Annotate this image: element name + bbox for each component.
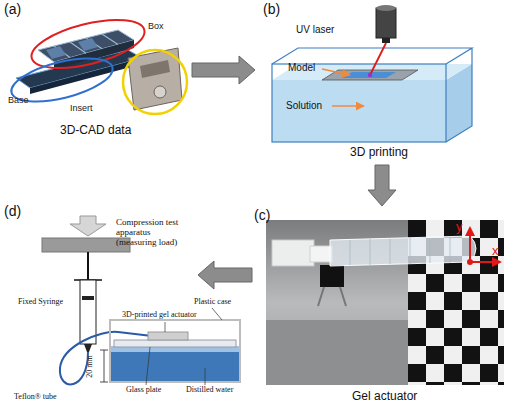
- flow-arrow: [192, 56, 255, 84]
- part-label: y: [456, 220, 463, 234]
- box-compartment: [46, 46, 66, 59]
- printed-model: [342, 72, 396, 78]
- cad-rendering: [7, 11, 187, 114]
- panel-caption: 3D-CAD data: [60, 124, 131, 137]
- leader-line: [146, 347, 150, 385]
- panel-letter: (a): [4, 2, 21, 17]
- part-label: Compression test apparatus (measuring lo…: [116, 218, 188, 248]
- test-setup: [42, 216, 240, 385]
- panel-box: (a) 3D-CAD data: [0, 0, 192, 142]
- gel-actuator: [148, 332, 188, 340]
- axis-arrow: [470, 261, 500, 263]
- leader-line: [165, 322, 166, 332]
- axis-origin: [467, 259, 473, 265]
- part-label: Distilled water: [186, 386, 233, 395]
- insert-hole: [154, 86, 166, 98]
- gel-segment: [350, 237, 450, 265]
- laser-body: [376, 8, 396, 38]
- syringe-barrel: [80, 280, 96, 344]
- base-side: [30, 58, 142, 94]
- leader-line: [212, 308, 222, 320]
- part-label: x: [492, 244, 499, 258]
- panel-caption: 3D printing: [350, 146, 408, 159]
- water: [111, 350, 239, 381]
- part-label: Box: [148, 22, 164, 32]
- panel-letter: (c): [254, 208, 270, 223]
- part-label: Plastic case: [194, 298, 231, 307]
- build-platform: [322, 70, 418, 80]
- plastic-case: [110, 320, 240, 382]
- part-label: 3D-printed gel actuator: [122, 311, 197, 320]
- load-arrow: [70, 216, 106, 236]
- compression-head: [42, 238, 130, 252]
- panel-caption: Gel actuator: [352, 390, 417, 403]
- axis-arrow: [469, 228, 471, 262]
- highlight-ellipse: [27, 11, 149, 78]
- table-surface: [266, 320, 408, 385]
- laser-nozzle: [382, 38, 390, 43]
- tank-edges: [272, 48, 472, 142]
- panel-letter: (b): [263, 2, 280, 17]
- panel-box: (b) 3D printing: [255, 0, 517, 165]
- part-label: Fixed Syringe: [18, 298, 63, 307]
- highlight-ellipse: [7, 50, 117, 110]
- actuator-photo: [266, 220, 504, 385]
- panel-box: (d): [0, 200, 198, 409]
- laser-beam: [370, 43, 386, 75]
- insert-slot: [140, 60, 170, 78]
- part-label: UV laser: [296, 24, 334, 35]
- solution-front: [272, 80, 446, 142]
- photo-background: [266, 220, 504, 385]
- holder-block: [310, 246, 332, 262]
- part-label: Insert: [70, 104, 93, 114]
- part-label: Teflon® tube: [14, 393, 57, 402]
- leader-arrow: [322, 69, 350, 75]
- part-label: 20 mm: [86, 355, 95, 377]
- part-label: Solution: [286, 100, 322, 111]
- laser-top: [376, 5, 396, 11]
- highlight-circle: [123, 50, 187, 114]
- panel-letter: (d): [4, 204, 21, 219]
- glass-plate: [114, 340, 236, 347]
- part-label: Base: [8, 96, 29, 106]
- binder-clip: [320, 265, 344, 287]
- part-label: Model: [288, 62, 315, 73]
- panel-box: (c) Gel actuator: [252, 206, 517, 409]
- laser-spot: [368, 73, 372, 77]
- flow-arrow: [198, 261, 252, 289]
- tank-outline: [272, 64, 446, 142]
- syringe-tip: [84, 344, 92, 352]
- flow-arrow: [368, 165, 396, 206]
- gel-actuator: [330, 236, 476, 266]
- box-compartment: [78, 38, 98, 51]
- leader-arrow: [332, 105, 364, 107]
- printer-schematic: [272, 5, 472, 142]
- dimension-line: [100, 350, 108, 382]
- holder-block: [272, 240, 314, 266]
- part-label: Glass plate: [126, 386, 161, 395]
- clip-wire: [318, 287, 346, 306]
- plunger-head: [82, 296, 94, 300]
- leader-line: [205, 368, 206, 385]
